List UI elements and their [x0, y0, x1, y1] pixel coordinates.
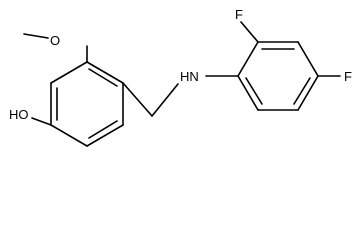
hydroxyl-label: HO — [9, 107, 29, 122]
bond — [297, 41, 319, 77]
bond — [237, 41, 259, 77]
amine-label: HN — [180, 69, 199, 84]
methylene-linker — [122, 82, 179, 117]
bond — [50, 61, 88, 84]
bond — [23, 33, 49, 39]
double-bond — [88, 68, 118, 87]
bond — [297, 75, 319, 111]
methoxy-group — [23, 33, 88, 63]
double-bond — [245, 77, 263, 105]
phenol-ring — [50, 61, 124, 147]
bond — [122, 82, 153, 117]
methoxy-oxygen-label: O — [50, 33, 60, 48]
hydroxyl-bond — [31, 117, 52, 126]
fluoro-bond — [240, 21, 259, 43]
fluoro-para-label: F — [344, 69, 352, 84]
double-bond — [293, 77, 311, 105]
double-bond — [88, 120, 118, 139]
bond — [86, 61, 124, 84]
bond — [151, 83, 179, 117]
bond — [50, 124, 88, 147]
fluoro-ortho-label: F — [235, 7, 243, 22]
bond — [86, 124, 124, 147]
structure-diagram: HO O HN F F — [9, 7, 352, 147]
bond — [237, 75, 259, 111]
difluorophenyl-ring — [237, 41, 319, 111]
